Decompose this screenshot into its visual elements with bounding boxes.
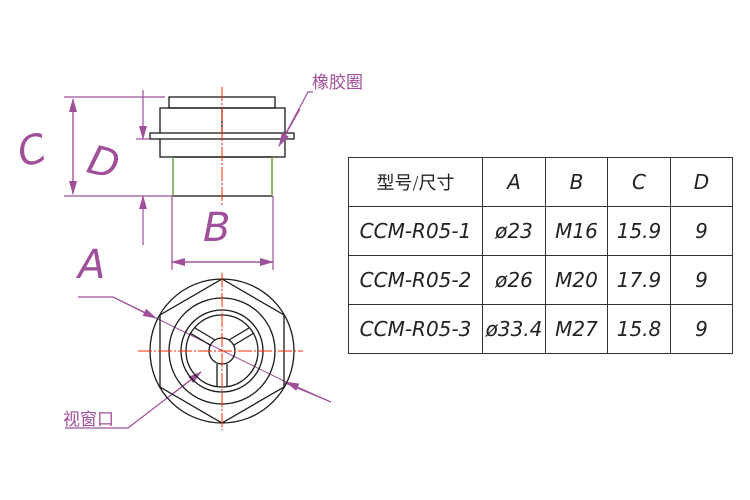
dimensions — [64, 90, 332, 429]
cell: ø26 — [482, 255, 546, 305]
header-a: A — [482, 157, 546, 207]
cell: 15.8 — [607, 304, 671, 354]
cell: ø33.4 — [482, 304, 546, 354]
header-b: B — [545, 157, 608, 207]
cell: CCM-R05-2 — [348, 255, 483, 305]
cell: 9 — [670, 206, 733, 256]
rubber-ring-label: 橡胶圈 — [312, 73, 363, 93]
header-c: C — [607, 157, 671, 207]
view-window-label: 视窗口 — [63, 410, 114, 430]
cell: ø23 — [482, 206, 546, 256]
cell: 15.9 — [607, 206, 671, 256]
cell: 17.9 — [607, 255, 671, 305]
cell: 9 — [670, 255, 733, 305]
cell: CCM-R05-3 — [348, 304, 483, 354]
cell: 9 — [670, 304, 733, 354]
table-header-row: 型号/尺寸 A B C D — [348, 157, 733, 207]
bottom-centerlines — [138, 273, 303, 430]
cell: M16 — [545, 206, 608, 256]
cell: M27 — [545, 304, 608, 354]
header-model: 型号/尺寸 — [348, 157, 483, 207]
cell: CCM-R05-1 — [348, 206, 483, 256]
header-d: D — [670, 157, 733, 207]
dim-a-label: A — [78, 242, 106, 288]
cell: M20 — [545, 255, 608, 305]
dim-b-label: B — [203, 205, 231, 251]
